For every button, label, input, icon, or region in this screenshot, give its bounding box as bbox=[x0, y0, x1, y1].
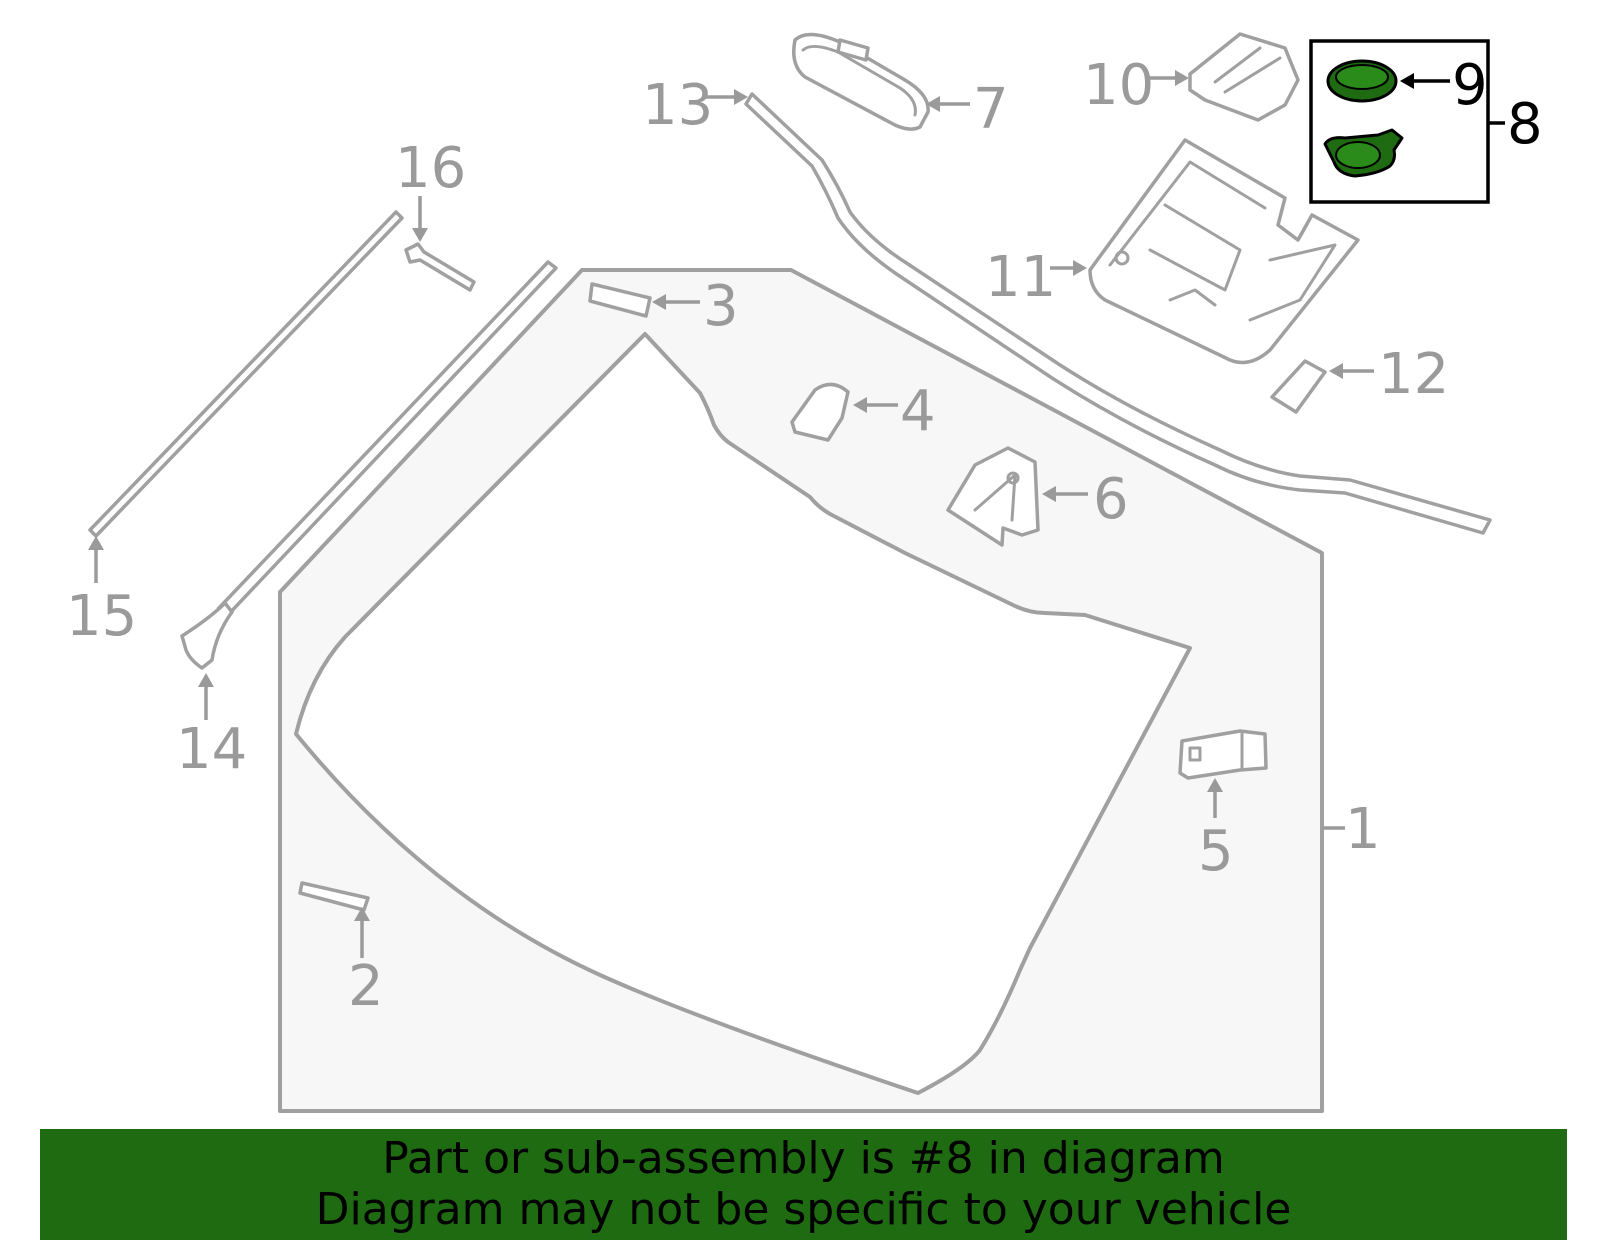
part-8-mount-cover bbox=[1323, 128, 1404, 178]
callout-3: 3 bbox=[703, 274, 739, 339]
callout-10: 10 bbox=[1083, 53, 1154, 118]
part-13-upper-moulding: 13 bbox=[642, 73, 1492, 535]
callout-7: 7 bbox=[973, 77, 1009, 142]
callout-14: 14 bbox=[176, 717, 247, 782]
part-1-windshield: 1 bbox=[278, 268, 1381, 1113]
callout-6: 6 bbox=[1093, 467, 1129, 532]
callout-5: 5 bbox=[1198, 819, 1234, 884]
part-14-side-moulding: 14 bbox=[176, 260, 558, 782]
part-2-bracket: 2 bbox=[298, 881, 384, 1019]
callout-1: 1 bbox=[1345, 797, 1381, 862]
callout-4: 4 bbox=[900, 379, 936, 444]
part-7-mirror: 7 bbox=[792, 32, 1009, 142]
callout-15: 15 bbox=[66, 584, 137, 649]
callout-12: 12 bbox=[1378, 342, 1449, 407]
part-5-sensor: 5 bbox=[1178, 729, 1268, 884]
part-4-cover: 4 bbox=[790, 379, 936, 444]
notice-line-2: Diagram may not be specific to your vehi… bbox=[315, 1184, 1292, 1235]
callout-13: 13 bbox=[642, 73, 713, 138]
callout-2: 2 bbox=[348, 954, 384, 1019]
notice-banner: Part or sub-assembly is #8 in diagram Di… bbox=[40, 1129, 1567, 1240]
part-15-pillar-moulding: 15 bbox=[66, 210, 404, 649]
callout-16: 16 bbox=[395, 136, 466, 201]
part-11-trim-cover: 11 bbox=[985, 138, 1360, 365]
part-8-subassembly: 8 9 bbox=[1309, 39, 1543, 204]
part-3-pad: 3 bbox=[588, 274, 739, 339]
notice-line-1: Part or sub-assembly is #8 in diagram bbox=[382, 1133, 1225, 1184]
part-10-module: 10 bbox=[1083, 32, 1300, 122]
callout-8: 8 bbox=[1507, 92, 1543, 157]
part-16-pin: 16 bbox=[395, 136, 476, 292]
part-12-clip: 12 bbox=[1270, 342, 1449, 414]
callout-11: 11 bbox=[985, 245, 1056, 310]
part-9-seal-ring: 9 bbox=[1326, 53, 1488, 118]
callout-9: 9 bbox=[1452, 53, 1488, 118]
part-6-bracket: 6 bbox=[946, 446, 1129, 547]
